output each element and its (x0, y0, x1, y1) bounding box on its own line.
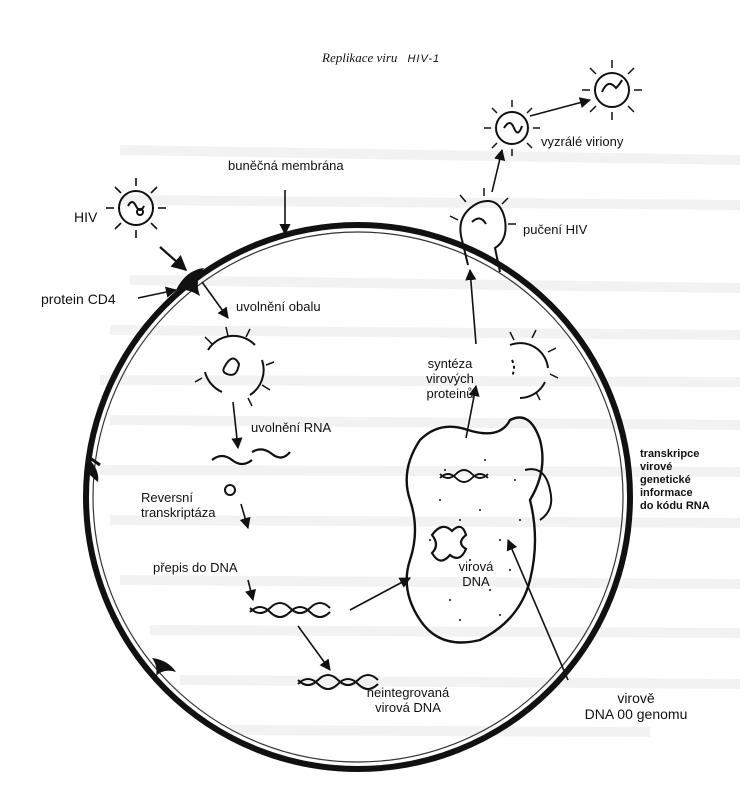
uncoating-virion-icon (194, 326, 275, 407)
title-suffix: HIV-1 (407, 53, 441, 65)
label-transcription-line3: genetické (640, 474, 691, 486)
cell-nucleus (405, 416, 553, 644)
cell-membrane (83, 222, 633, 772)
label-transcription: transkripce virové genetické informace d… (640, 448, 710, 513)
hiv-virion-icon (106, 178, 166, 238)
cd4-receptor-icon (176, 268, 204, 296)
assembling-virion-icon (509, 329, 559, 401)
label-rt-line1: Reversní (141, 490, 194, 505)
dna-helix-transcribed (249, 602, 331, 618)
label-synthesis-line1: syntéza (427, 356, 473, 371)
title-main: Replikace viru (322, 50, 398, 65)
dna-helix-unintegrated (297, 674, 379, 690)
process-arrows (137, 97, 592, 681)
mature-virion-icon (484, 100, 540, 156)
label-membrane: buněčná membrána (228, 158, 344, 173)
label-budding: pučení HIV (523, 222, 588, 237)
budding-virion-icon (449, 188, 516, 273)
label-viral-dna-line2: DNA (462, 574, 490, 589)
label-hiv: HIV (74, 209, 98, 225)
viral-rna-strands (211, 448, 291, 466)
label-viral-dna: virová DNA (446, 559, 506, 589)
dna-helix-nucleus (439, 469, 489, 483)
label-transcription-line4: informace (640, 487, 693, 499)
label-genome-line2: DNA 00 genomu (584, 706, 688, 722)
label-synthesis-line2: virových (426, 371, 474, 386)
label-viral-dna-genome: virově DNA 00 genomu (566, 690, 706, 722)
integrated-viral-dna-icon (430, 525, 468, 562)
label-unintegrated-line2: virová DNA (375, 700, 441, 715)
background-text-texture (99, 145, 741, 737)
label-uncoating: uvolnění obalu (236, 299, 321, 314)
cd4-receptor-bottom-icon (152, 658, 176, 676)
label-cd4: protein CD4 (41, 291, 116, 307)
label-transcription-line2: virové (640, 461, 673, 473)
label-unintegrated-line1: neintegrovaná (366, 685, 450, 700)
mature-virion-final-icon (582, 60, 642, 120)
label-synthesis-line3: proteinů (426, 386, 474, 401)
label-viral-dna-line1: virová (458, 559, 494, 574)
label-genome-line1: virově (617, 690, 655, 706)
cd4-receptor-left-icon (86, 456, 101, 482)
diagram-title: Replikace viru HIV-1 (322, 50, 440, 66)
label-protein-synthesis: syntéza virových proteinů (412, 356, 488, 401)
label-mature-virions: vyzrálé viriony (541, 134, 624, 149)
label-rt-line2: transkriptáza (141, 505, 216, 520)
label-to-dna: přepis do DNA (153, 560, 238, 575)
label-rna-release: uvolnění RNA (251, 420, 332, 435)
label-reverse-transcriptase: Reversní transkriptáza (141, 490, 215, 520)
label-unintegrated-dna: neintegrovaná virová DNA (363, 685, 453, 715)
label-transcription-line1: transkripce (640, 448, 700, 460)
label-transcription-line5: do kódu RNA (640, 500, 710, 512)
reverse-transcriptase-icon (224, 484, 236, 496)
